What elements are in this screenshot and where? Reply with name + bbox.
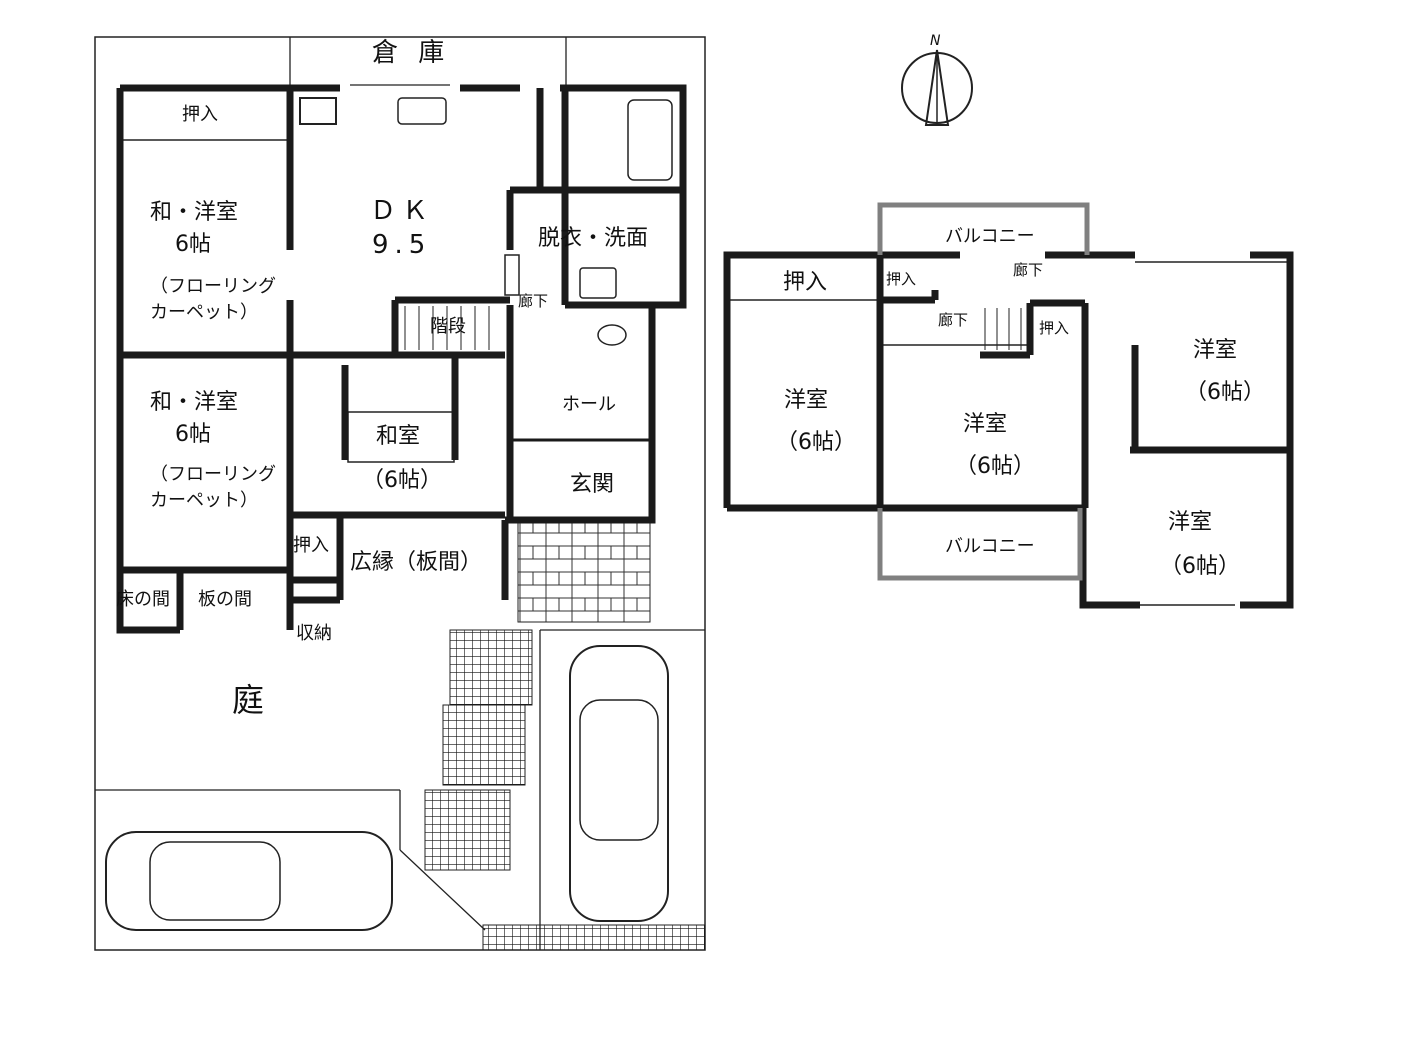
label-room-center-size: （6帖） xyxy=(955,454,1035,479)
compass-icon xyxy=(901,49,973,126)
site-line xyxy=(399,849,486,931)
label-room-west-name: 洋室 xyxy=(784,388,829,413)
label-closet-top: 押入 xyxy=(182,104,218,125)
label-dk-name: ＤＫ xyxy=(370,196,435,226)
grid-paving xyxy=(424,789,511,871)
label-room1-note1: （フローリング xyxy=(150,276,276,297)
wall xyxy=(1240,251,1294,609)
label-balcony-top: バルコニー xyxy=(945,226,1035,247)
label-entrance: 玄関 xyxy=(570,472,615,497)
car-horizontal-icon xyxy=(105,831,393,931)
parking-cars xyxy=(105,645,669,931)
label-room-west-size: （6帖） xyxy=(776,430,856,455)
label-corridor-mid: 廊下 xyxy=(938,311,969,329)
thin-lines xyxy=(94,36,1290,951)
car-cabin xyxy=(579,699,659,841)
label-room1-size: 6帖 xyxy=(175,232,211,257)
car-vertical-icon xyxy=(569,645,669,922)
label-hall: ホール xyxy=(562,394,616,415)
label-tokonoma: 床の間 xyxy=(116,589,170,610)
label-corridor: 廊下 xyxy=(518,292,549,310)
label-room2-note1: （フローリング xyxy=(150,464,276,485)
label-washroom: 脱衣・洗面 xyxy=(538,226,649,251)
bathtub-icon xyxy=(627,99,673,181)
label-room1-note2: カーペット） xyxy=(150,302,258,323)
paving-areas xyxy=(424,521,706,951)
wall xyxy=(727,504,1140,609)
label-veranda: 広縁（板間） xyxy=(350,550,483,575)
label-closet-small: 押入 xyxy=(293,535,329,556)
label-stairs: 階段 xyxy=(430,316,466,337)
label-room-se-name: 洋室 xyxy=(1168,510,1213,535)
label-closet-left: 押入 xyxy=(783,270,828,295)
grid-paving xyxy=(482,924,706,951)
label-itanoma: 板の間 xyxy=(198,589,252,610)
fridge-icon xyxy=(504,254,520,296)
site-boundary xyxy=(94,36,706,951)
stove-icon xyxy=(299,97,337,125)
label-closet-mid: 押入 xyxy=(886,270,917,288)
balcony-rails xyxy=(877,202,1090,581)
label-storage-small: 収納 xyxy=(296,623,332,644)
label-room1-name: 和・洋室 xyxy=(150,200,239,225)
label-storage: 倉 庫 xyxy=(372,38,451,68)
balcony-rail xyxy=(877,202,1090,255)
wall xyxy=(116,88,180,634)
sink-icon xyxy=(397,97,447,125)
grid-paving xyxy=(442,704,526,786)
grid-paving xyxy=(449,629,533,706)
label-washitsu-name: 和室 xyxy=(376,424,421,449)
label-room2-name: 和・洋室 xyxy=(150,390,239,415)
stone-paving xyxy=(517,521,651,623)
label-room-ne-name: 洋室 xyxy=(1193,338,1238,363)
label-room2-note2: カーペット） xyxy=(150,490,258,511)
car-cabin xyxy=(149,841,281,921)
label-room-center-name: 洋室 xyxy=(963,412,1008,437)
toilet-icon xyxy=(597,324,627,346)
label-room2-size: 6帖 xyxy=(175,422,211,447)
balcony-rail xyxy=(877,508,1083,581)
label-corridor-top: 廊下 xyxy=(1013,261,1044,279)
label-room-se-size: （6帖） xyxy=(1160,554,1240,579)
washbasin-icon xyxy=(579,267,617,299)
wall xyxy=(723,251,880,508)
label-room-ne-size: （6帖） xyxy=(1185,380,1265,405)
label-garden: 庭 xyxy=(232,681,265,719)
walls xyxy=(116,84,1294,634)
label-dk-size: 9.5 xyxy=(372,230,432,260)
label-balcony-bottom: バルコニー xyxy=(945,536,1035,557)
label-closet-right: 押入 xyxy=(1039,319,1070,337)
label-washitsu-size: （6帖） xyxy=(362,468,442,493)
compass-north-label: N xyxy=(930,33,941,49)
